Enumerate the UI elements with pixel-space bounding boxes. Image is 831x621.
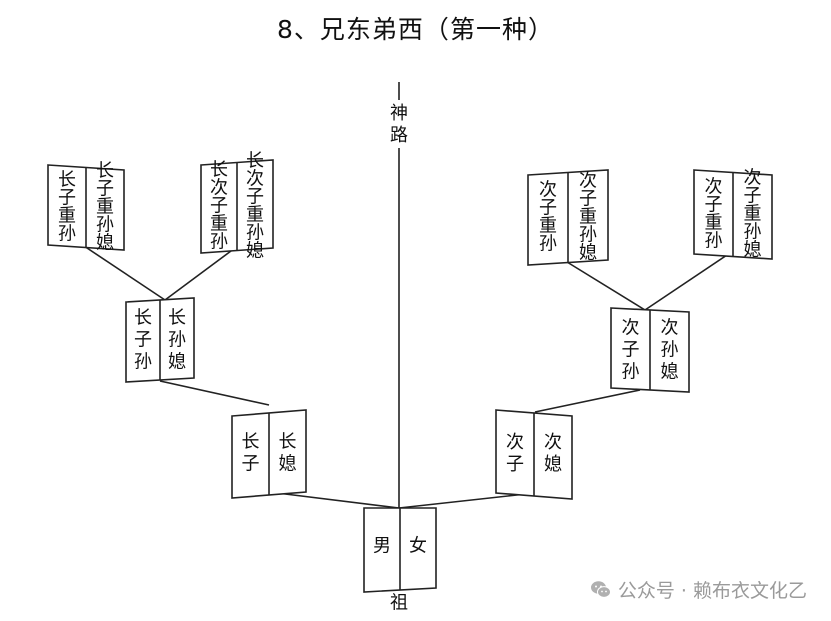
- svg-text:孙: 孙: [246, 223, 264, 244]
- svg-text:子: 子: [539, 198, 557, 219]
- axis-bottom-label: 祖: [390, 593, 408, 614]
- node-elder-son-right-label: 长媳: [279, 432, 297, 475]
- svg-text:次: 次: [506, 432, 524, 453]
- svg-text:孙: 孙: [210, 232, 228, 253]
- svg-text:重: 重: [539, 216, 557, 237]
- svg-text:孙: 孙: [134, 352, 152, 373]
- node-elder-son-left-label: 长子: [242, 432, 260, 475]
- svg-text:长: 长: [210, 160, 228, 181]
- svg-text:长: 长: [246, 151, 264, 172]
- svg-text:长: 长: [134, 308, 152, 329]
- svg-text:长: 长: [279, 432, 297, 453]
- svg-text:子: 子: [96, 179, 114, 200]
- svg-text:媳: 媳: [544, 454, 562, 475]
- svg-text:子: 子: [506, 454, 524, 475]
- svg-text:次: 次: [246, 169, 264, 190]
- svg-text:次: 次: [544, 432, 562, 453]
- svg-text:媳: 媳: [246, 241, 264, 262]
- svg-text:媳: 媳: [744, 240, 762, 261]
- root-node: 男女: [363, 507, 437, 593]
- svg-text:重: 重: [579, 207, 597, 228]
- svg-text:媳: 媳: [579, 243, 597, 264]
- svg-text:重: 重: [210, 214, 228, 235]
- svg-text:次: 次: [661, 318, 679, 339]
- svg-text:子: 子: [246, 187, 264, 208]
- root-right-label: 女: [409, 536, 427, 557]
- svg-text:孙: 孙: [744, 222, 762, 243]
- svg-text:子: 子: [579, 189, 597, 210]
- page-title: 8、兄东弟西（第一种）: [277, 15, 554, 44]
- svg-text:次: 次: [705, 177, 723, 198]
- svg-text:子: 子: [744, 186, 762, 207]
- nodes-layer: 男女长子长媳次子次媳长子孙长孙媳次子孙次孙媳长子重孙长子重孙媳长次子重孙长次子重…: [47, 151, 773, 593]
- svg-text:孙: 孙: [661, 340, 679, 361]
- svg-text:长: 长: [168, 308, 186, 329]
- node-second-grandson-left-label: 次子孙: [622, 318, 640, 383]
- svg-text:子: 子: [705, 195, 723, 216]
- svg-text:子: 子: [134, 330, 152, 351]
- node-second-son-right-label: 次媳: [544, 432, 562, 475]
- svg-text:次: 次: [539, 180, 557, 201]
- svg-text:孙: 孙: [96, 215, 114, 236]
- axis-bottom-label-bg: [386, 588, 412, 618]
- svg-text:长: 长: [242, 432, 260, 453]
- watermark: 公众号 · 赖布衣文化乙: [590, 576, 807, 603]
- svg-text:孙: 孙: [622, 362, 640, 383]
- root-left-label: 男: [373, 536, 391, 557]
- svg-text:孙: 孙: [705, 231, 723, 252]
- svg-text:子: 子: [210, 196, 228, 217]
- svg-text:孙: 孙: [168, 330, 186, 351]
- node-elder-grandson-left-label: 长子孙: [134, 308, 152, 373]
- node-second-son-left-label: 次子: [506, 432, 524, 475]
- svg-text:次: 次: [744, 168, 762, 189]
- svg-text:媳: 媳: [96, 233, 114, 254]
- watermark-text: 公众号 · 赖布衣文化乙: [617, 580, 807, 602]
- connector-lines: [83, 245, 731, 509]
- svg-text:媳: 媳: [661, 362, 679, 383]
- svg-text:女: 女: [409, 536, 427, 557]
- node-elder-grandson-right-label: 长孙媳: [168, 308, 186, 373]
- svg-text:男: 男: [373, 536, 391, 557]
- svg-text:次: 次: [622, 318, 640, 339]
- axis-top-label: 神路: [390, 103, 408, 146]
- svg-text:媳: 媳: [279, 454, 297, 475]
- svg-text:长: 长: [96, 161, 114, 182]
- svg-text:重: 重: [744, 204, 762, 225]
- svg-text:重: 重: [246, 205, 264, 226]
- svg-text:重: 重: [58, 206, 76, 227]
- svg-text:重: 重: [96, 197, 114, 218]
- svg-text:长: 长: [58, 170, 76, 191]
- node-second-grandson-right-label: 次孙媳: [661, 318, 679, 383]
- axis-top-label-bg: [384, 100, 414, 148]
- svg-text:重: 重: [705, 213, 723, 234]
- wechat-icon: [590, 579, 612, 601]
- svg-text:孙: 孙: [579, 225, 597, 246]
- svg-text:子: 子: [242, 454, 260, 475]
- svg-text:次: 次: [579, 171, 597, 192]
- svg-text:媳: 媳: [168, 352, 186, 373]
- svg-text:子: 子: [58, 188, 76, 209]
- svg-text:孙: 孙: [58, 224, 76, 245]
- svg-text:子: 子: [622, 340, 640, 361]
- svg-text:次: 次: [210, 178, 228, 199]
- svg-text:孙: 孙: [539, 234, 557, 255]
